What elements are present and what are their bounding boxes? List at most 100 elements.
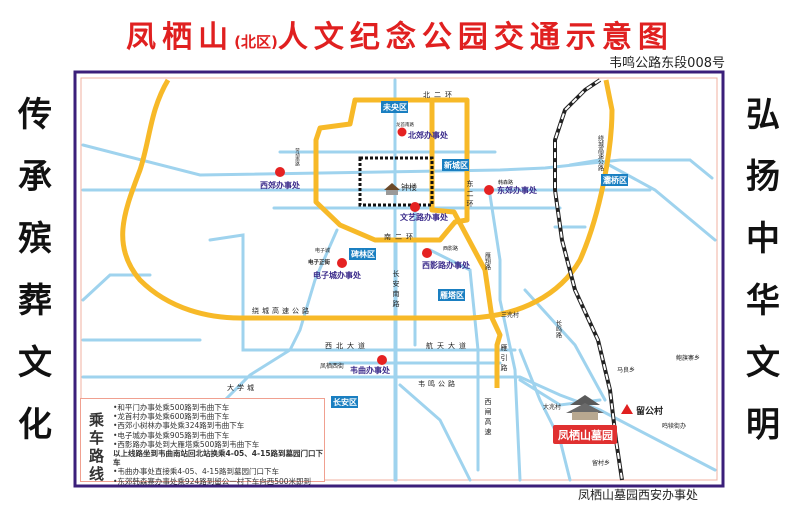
road-label: 航天大道 bbox=[426, 341, 470, 350]
legend-item: •东郊韩森寨办事处乘924路到留公一村下车向西500米即到 bbox=[113, 476, 312, 486]
slogan-char: 文 bbox=[746, 343, 780, 383]
slogan-char: 华 bbox=[746, 281, 780, 321]
legend-item: •龙首村办事处乘600路到韦曲下车 bbox=[113, 412, 230, 422]
slogan-char: 传 bbox=[18, 95, 52, 135]
slogan-char: 扬 bbox=[746, 157, 780, 197]
office-dot[interactable] bbox=[422, 248, 432, 258]
road-label: 凤栖西街 bbox=[320, 362, 344, 370]
yanxiang-road bbox=[429, 100, 503, 388]
legend-title-char: 路 bbox=[89, 447, 105, 465]
cemetery-pavilion-icon bbox=[566, 395, 604, 420]
district-badge bbox=[438, 289, 465, 301]
road-label: 雁引路 bbox=[500, 344, 508, 374]
legend-title-char: 线 bbox=[89, 465, 105, 483]
road-label: 南二环 bbox=[384, 232, 417, 241]
railway bbox=[553, 78, 624, 481]
cemetery-label[interactable]: 凤栖山墓园 bbox=[558, 428, 613, 442]
road-label: 西影路 bbox=[443, 245, 458, 252]
offices: 北郊办事处 西郊办事处 东郊办事处 文艺路办事处 西影路办事处 电子城办事处 韦… bbox=[260, 127, 538, 375]
district-badge bbox=[349, 248, 376, 260]
left-slogan: 传 承 殡 葬 文 化 bbox=[10, 95, 60, 445]
place-label: 大兆村 bbox=[543, 403, 561, 411]
road-changming bbox=[523, 288, 607, 402]
road-labels: 北二环 东二环 南二环 绕城高速公路 绕城高速公路 长安南路 雁翔路 西北大道 … bbox=[252, 91, 604, 438]
office-label[interactable]: 东郊办事处 bbox=[497, 185, 538, 195]
bus-route-legend: 乘 车 路 线 •和平门办事处乘500路到韦曲下车 •龙首村办事处乘600路到韦… bbox=[80, 398, 325, 486]
district-label: 未央区 bbox=[382, 102, 407, 112]
office-label[interactable]: 西郊办事处 bbox=[260, 180, 301, 190]
second-ring bbox=[313, 97, 470, 243]
office-label[interactable]: 韦曲办事处 bbox=[350, 365, 391, 375]
district-label: 新城区 bbox=[444, 160, 468, 170]
road-weiming bbox=[81, 375, 717, 472]
footer-office-name: 凤栖山墓园西安办事处 bbox=[578, 488, 699, 502]
slogan-char: 文 bbox=[18, 343, 52, 383]
title-part: 人文纪念公园交通示意图 bbox=[277, 20, 674, 55]
bell-tower-icon bbox=[384, 183, 400, 195]
slogan-char: 殡 bbox=[18, 219, 52, 259]
triangle-marker-icon bbox=[621, 404, 633, 414]
road-label: 绕城高速公路 bbox=[252, 306, 312, 315]
place-label: 大学城 bbox=[227, 383, 257, 392]
office-dot[interactable] bbox=[397, 127, 407, 137]
district-badge bbox=[381, 101, 408, 113]
road-label: 韦鸣公路 bbox=[418, 379, 458, 388]
city-wall bbox=[358, 156, 434, 207]
office-dot[interactable] bbox=[337, 258, 347, 268]
road-label: 长鸣路 bbox=[555, 319, 562, 339]
district-badge bbox=[331, 396, 358, 408]
office-dot[interactable] bbox=[410, 202, 420, 212]
legend-title-char: 车 bbox=[89, 429, 105, 447]
road-label: 北二环 bbox=[423, 91, 456, 99]
place-label: 鲍旗寨乡 bbox=[676, 354, 700, 362]
road-label: 劳动南路 bbox=[295, 147, 300, 168]
district-label: 雁塔区 bbox=[440, 290, 464, 300]
office-label[interactable]: 西影路办事处 bbox=[422, 260, 471, 270]
office-dot[interactable] bbox=[275, 167, 285, 177]
title-sub: (北区) bbox=[234, 33, 278, 51]
road-label: 电子正街 bbox=[308, 258, 331, 266]
bell-tower-label: 钟楼 bbox=[401, 182, 417, 192]
office-label[interactable]: 文艺路办事处 bbox=[400, 212, 449, 222]
legend-item: •电子城办事处乘905路到韦曲下车 bbox=[113, 430, 230, 440]
road-label: 西北大道 bbox=[325, 341, 369, 350]
ring-expressway bbox=[120, 78, 615, 321]
address: 韦鸣公路东段008号 bbox=[609, 56, 725, 71]
district-label: 碑林区 bbox=[351, 249, 375, 259]
district-badge bbox=[442, 159, 469, 171]
road-dianzi bbox=[223, 228, 339, 402]
road-label: 长安南路 bbox=[392, 269, 400, 310]
cemetery-badge[interactable] bbox=[553, 425, 617, 444]
district-label: 灞桥区 bbox=[603, 175, 627, 185]
legend-title-char: 乘 bbox=[89, 411, 105, 429]
road-label: 韩森路 bbox=[498, 179, 513, 186]
title-part: 凤栖山 bbox=[126, 20, 235, 55]
road-label: 绕城高速公路 bbox=[597, 134, 604, 172]
road bbox=[428, 248, 480, 472]
legend-note: 以上线路坐到韦曲南站回北站换乘4-05、4-15路到墓园门口下车 bbox=[113, 449, 324, 468]
road bbox=[81, 143, 714, 180]
district-badge bbox=[601, 174, 628, 186]
village-label: 留公村 bbox=[636, 405, 663, 417]
inner-frame bbox=[80, 77, 718, 481]
office-label[interactable]: 北郊办事处 bbox=[408, 130, 449, 140]
slogan-char: 弘 bbox=[746, 95, 780, 135]
road-label: 雁翔路 bbox=[484, 252, 491, 271]
place-labels: 大学城 三兆村 大兆村 马良乡 鲍旗寨乡 鸣犊街办 留村乡 bbox=[227, 311, 700, 467]
road-xibei bbox=[208, 233, 517, 352]
office-dot[interactable] bbox=[377, 355, 387, 365]
legend-title: 乘 车 路 线 bbox=[89, 411, 105, 483]
office-label[interactable]: 电子城办事处 bbox=[313, 270, 362, 280]
railway-dash bbox=[554, 79, 623, 481]
place-label: 留村乡 bbox=[592, 459, 610, 467]
slogan-char: 承 bbox=[18, 157, 52, 197]
legend-item: •西郊小树林办事处乘324路到韦曲下车 bbox=[113, 421, 245, 431]
legend-item: •和平门办事处乘500路到韦曲下车 bbox=[113, 403, 230, 412]
road bbox=[488, 193, 522, 482]
road-label: 电子城 bbox=[315, 247, 330, 254]
place-label: 马良乡 bbox=[617, 366, 635, 374]
office-dot[interactable] bbox=[484, 185, 494, 195]
slogan-char: 中 bbox=[746, 219, 780, 259]
district-label: 长安区 bbox=[333, 397, 357, 407]
